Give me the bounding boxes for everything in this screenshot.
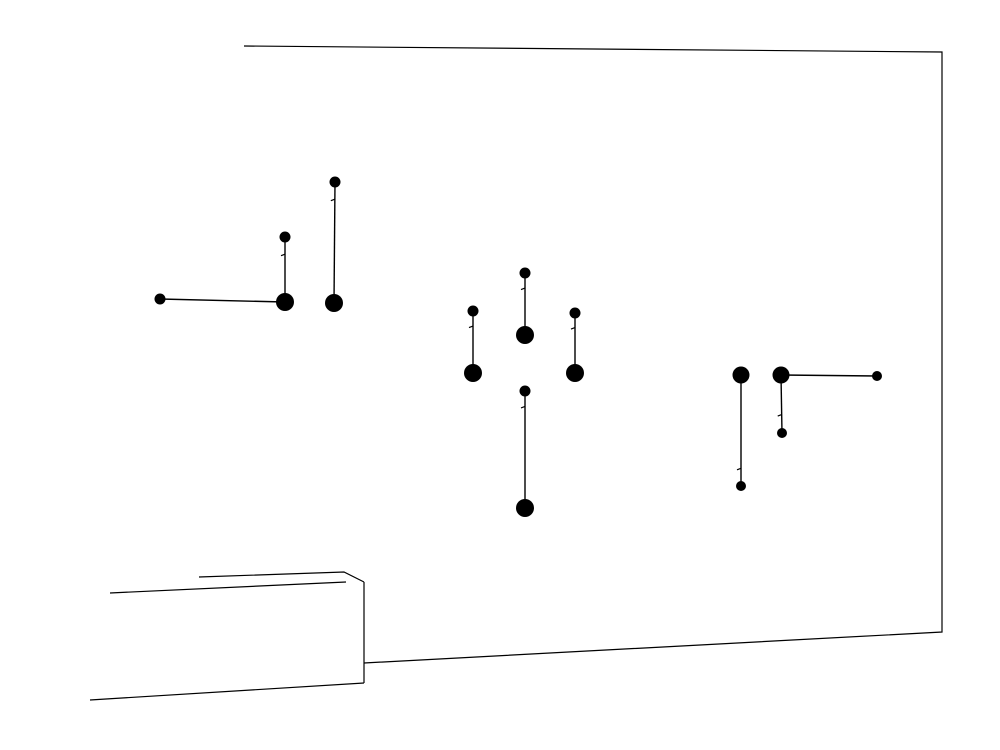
tick-left-tall-vertical bbox=[330, 198, 336, 202]
base-node-center-top bbox=[516, 326, 534, 344]
stick-right-horizontal bbox=[772, 366, 882, 384]
tip-node-right-horizontal bbox=[872, 371, 882, 381]
edge-right-short-down bbox=[780, 374, 783, 434]
tick-right-short-down bbox=[777, 414, 782, 417]
tick-center-left bbox=[468, 325, 474, 329]
base-node-center-left bbox=[464, 364, 482, 382]
stick-right-long-down bbox=[732, 366, 750, 491]
stick-center-top bbox=[516, 267, 534, 344]
stick-center-bottom bbox=[516, 385, 534, 517]
stick-left-tall-vertical bbox=[325, 176, 343, 312]
tip-node-center-left bbox=[467, 305, 479, 317]
base-box-top-front bbox=[109, 581, 347, 594]
group-left bbox=[154, 176, 343, 312]
edge-left-tall-vertical bbox=[333, 181, 336, 304]
stick-center-right bbox=[566, 307, 584, 382]
base-node-left-tall-vertical bbox=[325, 294, 343, 312]
stick-right-short-down bbox=[777, 374, 787, 438]
tip-node-right-short-down bbox=[777, 428, 787, 438]
base-node-center-bottom bbox=[516, 499, 534, 517]
base-box-bottom bbox=[89, 682, 365, 701]
edge-right-horizontal bbox=[780, 374, 878, 377]
tick-right-long-down bbox=[736, 467, 742, 471]
base-node-right-long-down bbox=[732, 366, 750, 384]
tip-node-left-horizontal bbox=[154, 293, 166, 305]
tick-center-right bbox=[570, 327, 576, 330]
sticks-layer bbox=[154, 176, 882, 517]
tip-node-right-long-down bbox=[736, 481, 746, 491]
edge-left-horizontal bbox=[159, 298, 286, 303]
group-center bbox=[464, 267, 584, 517]
tick-center-top bbox=[520, 287, 526, 291]
base-box-top-back bbox=[198, 571, 365, 583]
group-right bbox=[732, 366, 882, 491]
tip-node-left-short-vertical bbox=[279, 231, 291, 243]
tip-node-center-bottom bbox=[519, 385, 531, 397]
stick-left-short-vertical bbox=[279, 231, 291, 302]
stick-center-left bbox=[464, 305, 482, 382]
base-node-center-right bbox=[566, 364, 584, 382]
tick-left-short-vertical bbox=[280, 253, 286, 257]
tip-node-center-top bbox=[519, 267, 531, 279]
base-box bbox=[89, 571, 365, 701]
tick-center-bottom bbox=[520, 405, 526, 409]
board-outline bbox=[243, 45, 943, 664]
tip-node-left-tall-vertical bbox=[329, 176, 341, 188]
tip-node-center-right bbox=[569, 307, 581, 319]
stick-left-horizontal bbox=[154, 293, 294, 311]
